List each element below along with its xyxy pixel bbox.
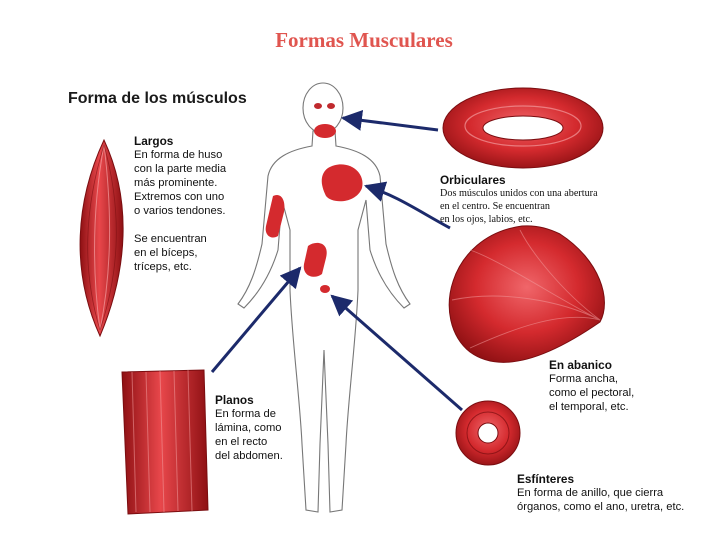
largos-extra-1: Se encuentran: [134, 233, 207, 245]
planos-desc-2: lámina, como: [215, 422, 282, 434]
label-planos: Planos En forma de lámina, como en el re…: [215, 393, 283, 463]
long-muscle-illustration: [79, 138, 124, 338]
largos-name: Largos: [134, 134, 174, 148]
label-en-abanico: En abanico Forma ancha, como el pectoral…: [549, 358, 634, 414]
body-muscle-highlights: [265, 103, 363, 293]
planos-desc-3: en el recto: [215, 436, 268, 448]
diagram-heading: Forma de los músculos: [68, 90, 247, 107]
esfinteres-desc-1: En forma de anillo, que cierra: [517, 487, 664, 499]
orbiculares-desc-2: en el centro. Se encuentran: [440, 201, 551, 212]
abanico-desc-2: como el pectoral,: [549, 387, 635, 399]
largos-desc-4: Extremos con uno: [134, 191, 225, 203]
orbiculares-desc-3: en los ojos, labios, etc.: [440, 214, 533, 225]
largos-desc-1: En forma de huso: [134, 149, 223, 161]
largos-desc-2: con la parte media: [134, 163, 227, 175]
connector-arrows: [210, 109, 463, 412]
label-largos: Largos En forma de huso con la parte med…: [134, 134, 226, 274]
abanico-desc-1: Forma ancha,: [549, 373, 619, 385]
largos-extra-3: tríceps, etc.: [134, 261, 192, 273]
planos-desc-1: En forma de: [215, 408, 276, 420]
planos-name: Planos: [215, 393, 254, 407]
orbiculares-name: Orbiculares: [440, 173, 506, 187]
flat-muscle-illustration: [121, 369, 209, 515]
label-orbiculares: Orbiculares Dos músculos unidos con una …: [440, 173, 598, 226]
abanico-name: En abanico: [549, 358, 612, 372]
abanico-desc-3: el temporal, etc.: [549, 401, 629, 413]
planos-desc-4: del abdomen.: [215, 450, 283, 462]
label-esfinteres: Esfínteres En forma de anillo, que cierr…: [517, 472, 684, 514]
body-outline: [237, 82, 411, 513]
largos-desc-5: o varios tendones.: [134, 205, 226, 217]
orbiculares-desc-1: Dos músculos unidos con una abertura: [440, 188, 598, 199]
orbicular-muscle-illustration: [442, 87, 604, 169]
fan-muscle-illustration: [448, 225, 605, 363]
esfinteres-desc-2: órganos, como el ano, uretra, etc.: [517, 501, 685, 513]
esfinteres-name: Esfínteres: [517, 472, 575, 486]
largos-desc-3: más prominente.: [134, 177, 218, 189]
largos-extra-2: en el bíceps,: [134, 247, 198, 259]
slide-title: Formas Musculares: [275, 28, 453, 52]
sphincter-muscle-illustration: [455, 400, 521, 466]
